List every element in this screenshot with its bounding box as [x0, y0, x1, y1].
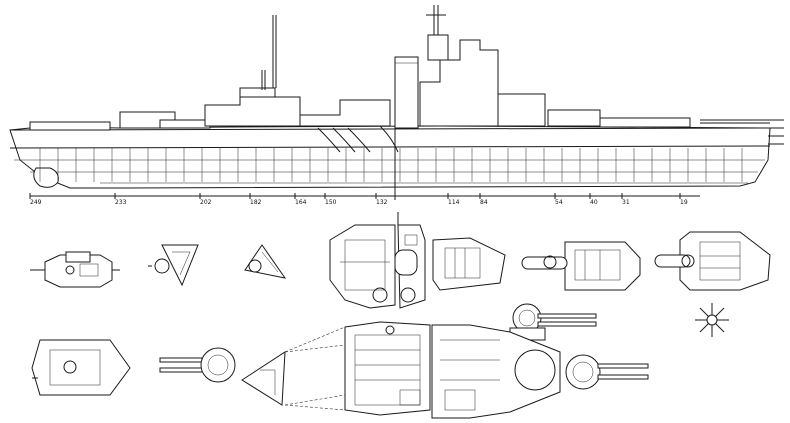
frame-label-114: 114 [448, 199, 460, 206]
plan-view-mast-head [695, 303, 729, 337]
plan-view-aft-deck [31, 339, 131, 396]
side-profile-view [9, 5, 784, 200]
frame-scale: 249 233 202 182 164 150 132 114 84 54 40… [29, 193, 700, 206]
frame-label-249: 249 [30, 199, 42, 206]
frame-label-182: 182 [250, 199, 262, 206]
frame-label-233: 233 [115, 199, 127, 206]
plan-view-secondary-turret [509, 303, 597, 341]
frame-label-31: 31 [622, 199, 630, 206]
plan-view-forecastle [431, 324, 561, 419]
plan-view-director-deck [521, 241, 641, 291]
frame-label-54: 54 [555, 199, 563, 206]
plan-view-searchlight-platform [148, 244, 199, 287]
plan-view-compass-platform [432, 237, 506, 291]
frame-label-202: 202 [200, 199, 212, 206]
plan-view-main-turret-aft [159, 347, 236, 383]
plan-view-forward-superstructure [654, 231, 771, 291]
plan-view-main-deck [344, 321, 431, 416]
frame-label-84: 84 [480, 199, 488, 206]
frame-label-164: 164 [295, 199, 307, 206]
frame-label-132: 132 [376, 199, 388, 206]
plan-view-main-turret-fore [565, 354, 649, 390]
plan-view-bridge-deck [329, 212, 426, 309]
frame-label-19: 19 [680, 199, 688, 206]
frame-label-150: 150 [325, 199, 337, 206]
dashed-guide-lines [284, 326, 346, 411]
plan-view-aft-platform [30, 251, 120, 288]
frame-label-40: 40 [590, 199, 598, 206]
plan-view-bow-platform [241, 351, 286, 406]
plan-view-bridge-wing [244, 244, 287, 279]
